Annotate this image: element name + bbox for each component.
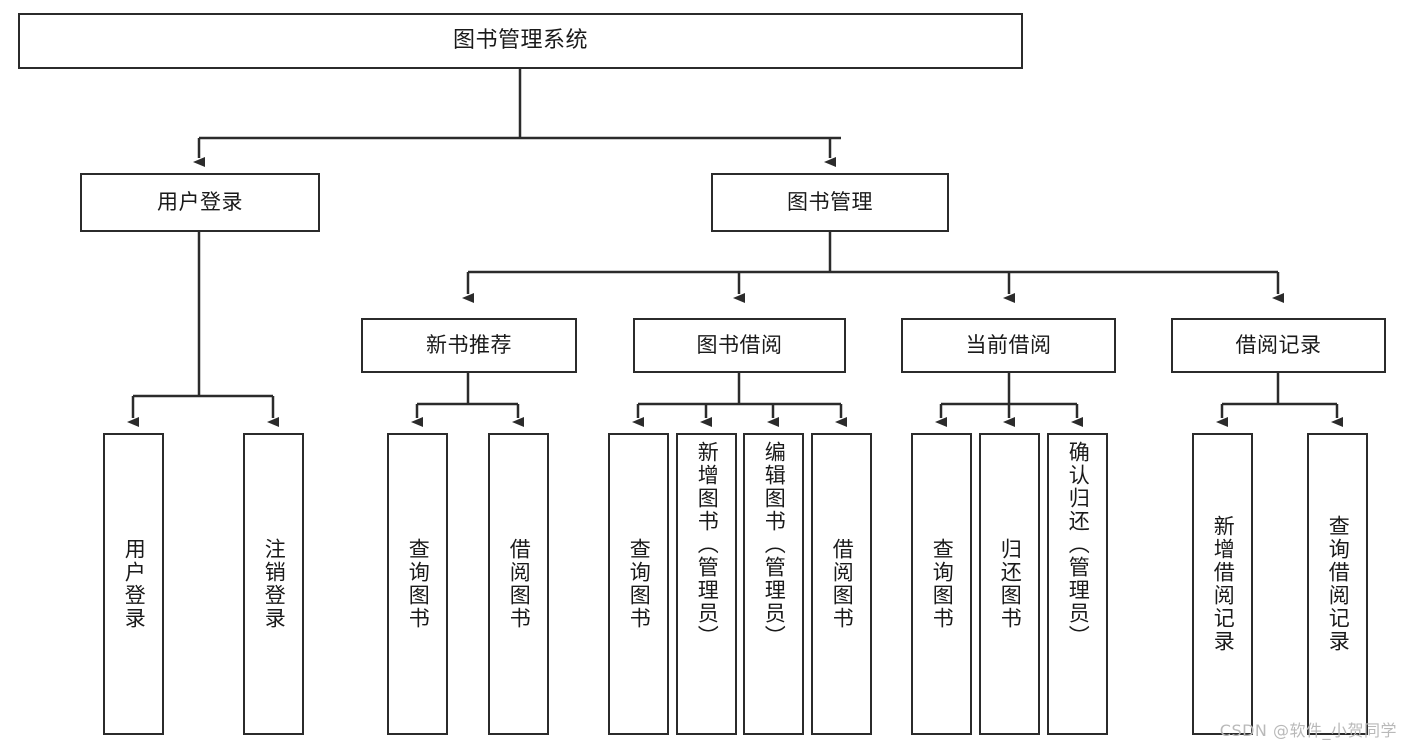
node-label: 新增借阅记录 — [1211, 515, 1236, 653]
node-label: 图书借阅 — [696, 333, 783, 358]
node-label: 借阅记录 — [1235, 333, 1322, 358]
node-new-book-recommend[interactable]: 新书推荐 — [361, 318, 577, 373]
node-label: 当前借阅 — [965, 333, 1052, 358]
node-label: 用户登录 — [157, 190, 243, 215]
watermark-text: CSDN @软件_小贺同学 — [1219, 721, 1397, 740]
node-label: 新书推荐 — [426, 333, 512, 358]
node-leaf-add-borrow-record[interactable]: 新增借阅记录 — [1192, 433, 1253, 735]
node-label: 查询借阅记录 — [1326, 515, 1351, 653]
node-user-login[interactable]: 用户登录 — [80, 173, 320, 232]
node-leaf-borrow-book[interactable]: 借阅图书 — [811, 433, 872, 735]
node-leaf-borrow-book-recommend[interactable]: 借阅图书 — [488, 433, 549, 735]
node-label: 编辑图书（管理员） — [762, 441, 787, 648]
node-label: 确认归还（管理员） — [1066, 441, 1091, 648]
node-book-management[interactable]: 图书管理 — [711, 173, 949, 232]
node-leaf-query-book-recommend[interactable]: 查询图书 — [387, 433, 448, 735]
node-leaf-edit-book-admin[interactable]: 编辑图书（管理员） — [743, 433, 804, 735]
node-root-system[interactable]: 图书管理系统 — [18, 13, 1023, 69]
node-label: 用户登录 — [122, 538, 147, 630]
node-leaf-confirm-return-admin[interactable]: 确认归还（管理员） — [1047, 433, 1108, 735]
node-leaf-query-borrow-record[interactable]: 查询借阅记录 — [1307, 433, 1368, 735]
node-leaf-query-book-current[interactable]: 查询图书 — [911, 433, 972, 735]
node-leaf-logout[interactable]: 注销登录 — [243, 433, 304, 735]
node-label: 图书管理 — [787, 190, 873, 215]
node-label: 借阅图书 — [830, 538, 855, 630]
node-leaf-return-book[interactable]: 归还图书 — [979, 433, 1040, 735]
node-label: 归还图书 — [998, 538, 1023, 630]
node-current-borrow[interactable]: 当前借阅 — [901, 318, 1116, 373]
node-leaf-query-book-borrow[interactable]: 查询图书 — [608, 433, 669, 735]
node-book-borrow[interactable]: 图书借阅 — [633, 318, 846, 373]
node-label: 新增图书（管理员） — [695, 441, 720, 648]
node-label: 查询图书 — [627, 538, 652, 630]
node-label: 图书管理系统 — [452, 28, 588, 54]
node-borrow-record[interactable]: 借阅记录 — [1171, 318, 1386, 373]
node-label: 查询图书 — [406, 538, 431, 630]
node-leaf-add-book-admin[interactable]: 新增图书（管理员） — [676, 433, 737, 735]
node-leaf-user-login[interactable]: 用户登录 — [103, 433, 164, 735]
node-label: 注销登录 — [262, 538, 287, 630]
node-label: 借阅图书 — [507, 538, 532, 630]
node-label: 查询图书 — [930, 538, 955, 630]
